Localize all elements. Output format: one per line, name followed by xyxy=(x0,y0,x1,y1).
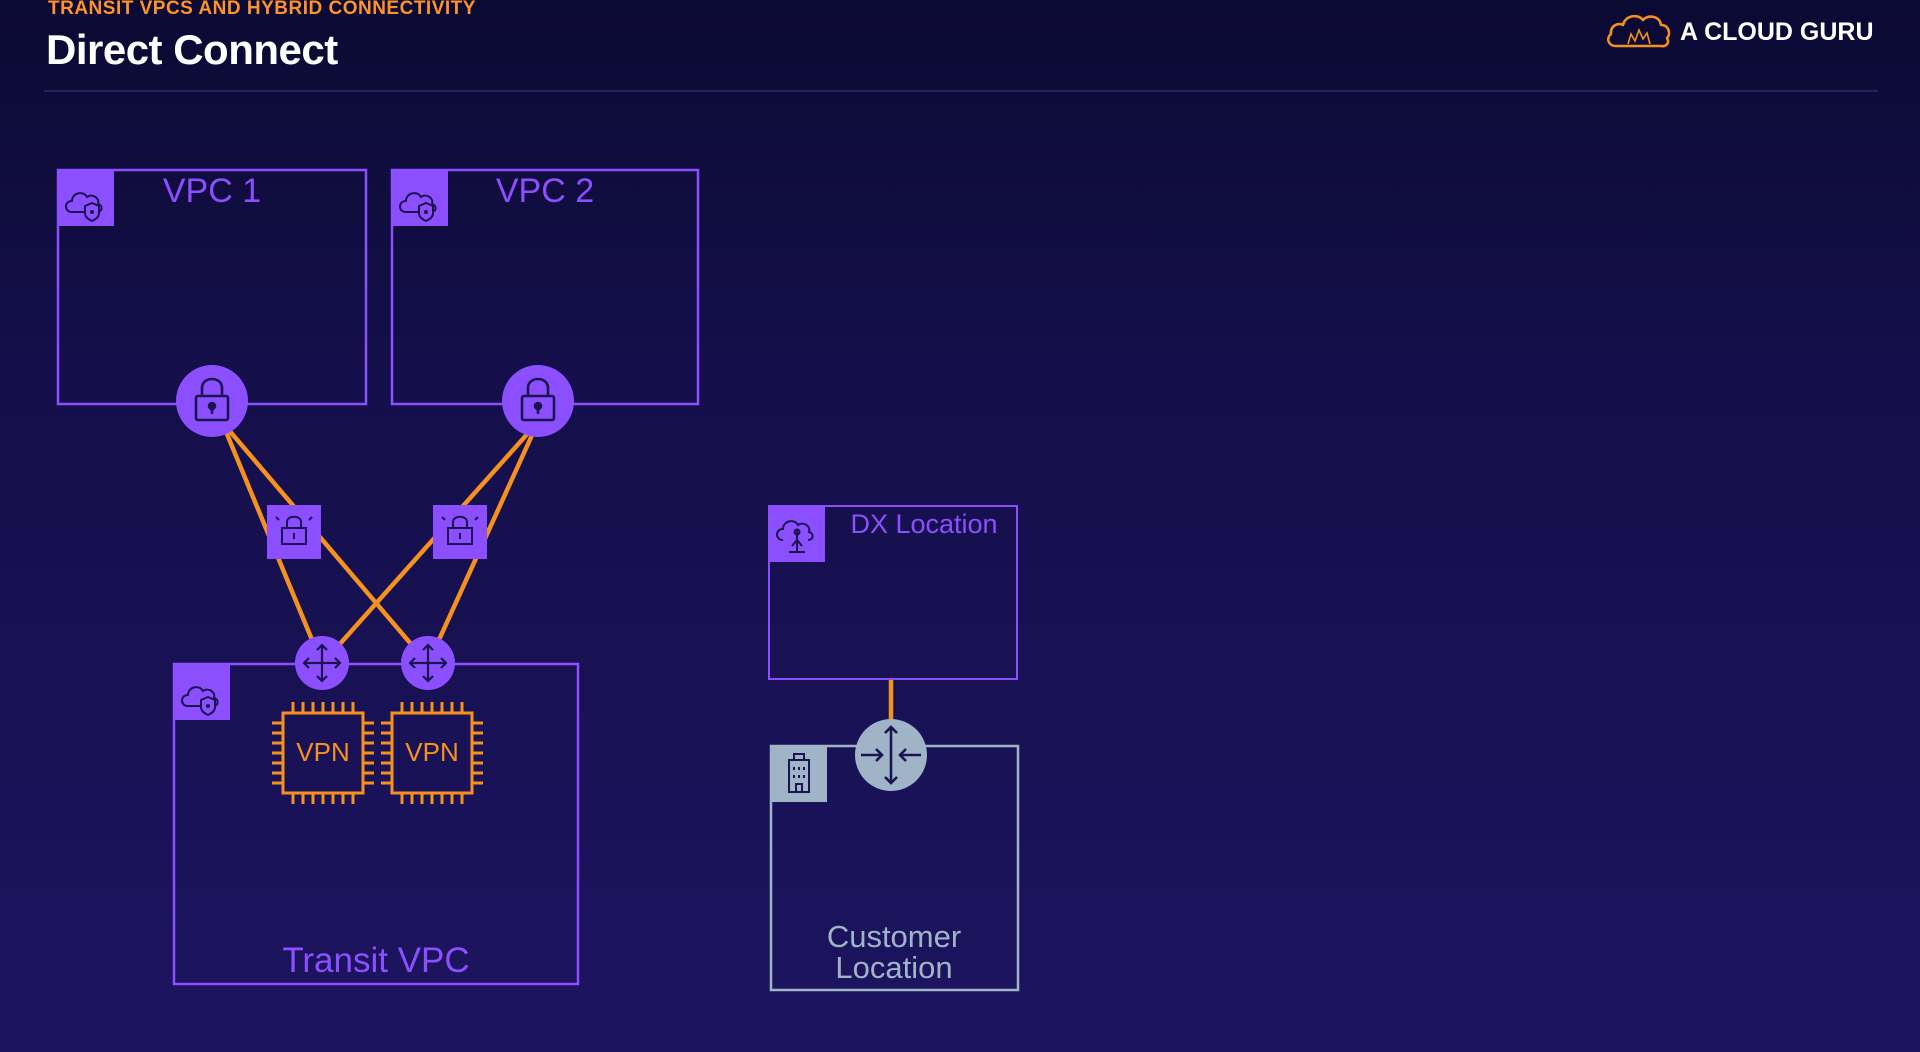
vpn-appliance: VPN xyxy=(381,702,483,804)
vpc-cloud-shield-icon xyxy=(65,192,103,223)
vpc-cloud-shield-icon xyxy=(181,686,219,717)
vpc-2-label: VPC 2 xyxy=(496,172,594,210)
customer-router-node xyxy=(855,719,927,791)
lock-icon xyxy=(194,377,230,422)
chip-pins xyxy=(381,702,483,804)
chip-pins xyxy=(272,702,374,804)
vpn-gateway-vpc-2 xyxy=(502,365,574,437)
dx-location-icon xyxy=(776,520,814,553)
customer-location: Customer Location xyxy=(769,744,1020,992)
vpn-connection-node xyxy=(267,505,321,559)
router-arrows-icon xyxy=(861,725,921,785)
customer-location-label-line1: Customer xyxy=(827,919,961,954)
dx-location-label: DX Location xyxy=(850,509,997,539)
dx-location: DX Location xyxy=(768,505,1018,680)
move-arrows-icon xyxy=(408,643,448,683)
vpc-1-label: VPC 1 xyxy=(163,172,261,210)
vpn-connection-node xyxy=(433,505,487,559)
vpn-appliance-label: VPN xyxy=(405,737,458,767)
vpc-1: VPC 1 xyxy=(56,168,368,406)
move-arrows-icon xyxy=(302,643,342,683)
transit-router-node xyxy=(295,636,349,690)
connection-line xyxy=(319,419,541,667)
building-icon xyxy=(788,753,810,793)
vpn-appliance: VPN xyxy=(272,702,374,804)
section-subtitle: TRANSIT VPCS AND HYBRID CONNECTIVITY xyxy=(48,0,476,19)
brand-logo: A CLOUD GURU xyxy=(1604,8,1884,54)
vpn-connection-icon xyxy=(441,515,479,545)
cloud-logo-icon xyxy=(1606,14,1671,48)
vpn-gateway-vpc-1 xyxy=(176,365,248,437)
customer-location-label-line2: Location xyxy=(835,950,952,985)
transit-router-node xyxy=(401,636,455,690)
transit-vpc-label: Transit VPC xyxy=(282,941,469,980)
header-divider xyxy=(44,90,1878,92)
lock-icon xyxy=(520,377,556,422)
connection-line xyxy=(219,419,431,667)
transit-vpc: Transit VPC xyxy=(172,662,580,986)
vpn-appliance-label: VPN xyxy=(296,737,349,767)
vpn-connection-icon xyxy=(275,515,313,545)
page-title: Direct Connect xyxy=(46,26,338,73)
brand-name: A CLOUD GURU xyxy=(1680,18,1874,46)
vpc-cloud-shield-icon xyxy=(399,192,437,223)
